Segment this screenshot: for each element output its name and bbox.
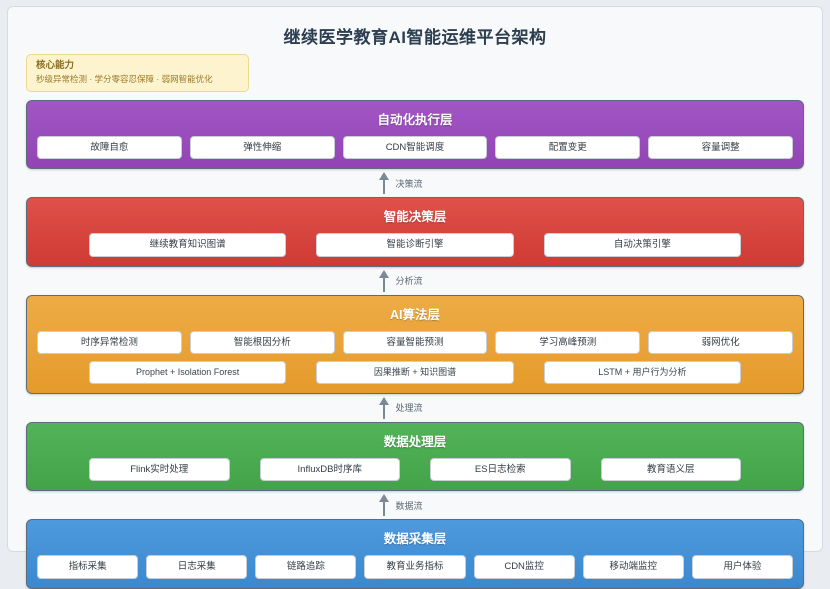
architecture-diagram-page: 继续医学教育AI智能运维平台架构 核心能力 秒级异常检测 · 学分零容忍保障 ·… (7, 6, 823, 589)
chip-collection-6[interactable]: 用户体验 (691, 555, 793, 579)
layer-data-collection: 数据采集层 指标采集 日志采集 链路追踪 教育业务指标 CDN监控 移动端监控 … (26, 519, 804, 589)
layer-ai-algorithm-items: 时序异常检测 智能根因分析 容量智能预测 学习高峰预测 弱网优化 (37, 330, 793, 355)
connector-data-flow: 数据流 (26, 491, 804, 519)
flow-label-processing: 处理流 (395, 403, 423, 414)
chip-automation-1[interactable]: 弹性伸缩 (189, 136, 335, 160)
core-capability-callout: 核心能力 秒级异常检测 · 学分零容忍保障 · 弱网智能优化 (26, 54, 249, 93)
chip-collection-0[interactable]: 指标采集 (37, 555, 139, 579)
layer-ai-algorithm: AI算法层 时序异常检测 智能根因分析 容量智能预测 学习高峰预测 弱网优化 P… (26, 294, 804, 394)
layer-data-processing: 数据处理层 Flink实时处理 InfluxDB时序库 ES日志检索 教育语义层 (26, 421, 804, 492)
chip-decision-2[interactable]: 自动决策引擎 (543, 233, 741, 257)
arrow-up-icon (379, 396, 390, 419)
layer-decision-title: 智能决策层 (383, 210, 447, 225)
flow-label-data: 数据流 (395, 500, 423, 511)
diagram-card: 继续医学教育AI智能运维平台架构 核心能力 秒级异常检测 · 学分零容忍保障 ·… (7, 6, 823, 589)
chip-collection-1[interactable]: 日志采集 (146, 555, 248, 579)
chip-processing-2[interactable]: ES日志检索 (430, 457, 571, 482)
layer-data-processing-title: 数据处理层 (383, 434, 447, 449)
connector-analysis-flow: 分析流 (26, 267, 804, 295)
flow-label-decision: 决策流 (395, 178, 423, 189)
arrow-up-icon (379, 494, 390, 517)
chip-processing-1[interactable]: InfluxDB时序库 (259, 457, 400, 482)
arrow-up-icon (379, 269, 390, 292)
chip-ai-1[interactable]: 智能根因分析 (189, 330, 335, 355)
chip-processing-0[interactable]: Flink实时处理 (89, 457, 230, 482)
flow-label-analysis: 分析流 (395, 276, 423, 287)
connector-decision-flow: 决策流 (26, 169, 804, 197)
chip-decision-1[interactable]: 智能诊断引擎 (316, 233, 514, 257)
chip-automation-4[interactable]: 容量调整 (648, 136, 793, 160)
layer-data-collection-items: 指标采集 日志采集 链路追踪 教育业务指标 CDN监控 移动端监控 用户体验 (37, 555, 793, 579)
layer-data-collection-title: 数据采集层 (383, 532, 447, 547)
chip-automation-2[interactable]: CDN智能调度 (342, 136, 488, 160)
connector-processing-flow: 处理流 (26, 394, 804, 422)
chip-ai-2[interactable]: 容量智能预测 (342, 330, 488, 355)
core-capability-description: 秒级异常检测 · 学分零容忍保障 · 弱网智能优化 (36, 74, 213, 85)
layer-data-processing-items: Flink实时处理 InfluxDB时序库 ES日志检索 教育语义层 (37, 457, 793, 482)
page-title: 继续医学教育AI智能运维平台架构 (283, 28, 547, 47)
layer-stack: 自动化执行层 故障自愈 弹性伸缩 CDN智能调度 配置变更 容量调整 决策流 智… (26, 100, 804, 589)
chip-collection-4[interactable]: CDN监控 (473, 555, 575, 579)
chip-collection-3[interactable]: 教育业务指标 (364, 555, 466, 579)
chip-decision-0[interactable]: 继续教育知识图谱 (89, 233, 287, 257)
chip-ai-sub-1[interactable]: 因果推断 + 知识图谱 (316, 361, 514, 384)
chip-processing-3[interactable]: 教育语义层 (600, 457, 741, 482)
chip-ai-0[interactable]: 时序异常检测 (37, 330, 182, 355)
core-capability-heading: 核心能力 (36, 60, 75, 71)
arrow-up-icon (379, 172, 390, 195)
chip-ai-3[interactable]: 学习高峰预测 (495, 330, 641, 355)
chip-ai-sub-2[interactable]: LSTM + 用户行为分析 (543, 361, 741, 384)
layer-automation: 自动化执行层 故障自愈 弹性伸缩 CDN智能调度 配置变更 容量调整 (26, 100, 804, 170)
layer-automation-items: 故障自愈 弹性伸缩 CDN智能调度 配置变更 容量调整 (37, 136, 793, 160)
chip-ai-sub-0[interactable]: Prophet + Isolation Forest (89, 361, 287, 384)
chip-collection-5[interactable]: 移动端监控 (582, 555, 684, 579)
layer-ai-algorithm-subitems: Prophet + Isolation Forest 因果推断 + 知识图谱 L… (37, 361, 793, 384)
chip-automation-0[interactable]: 故障自愈 (37, 136, 182, 160)
layer-automation-title: 自动化执行层 (377, 113, 453, 128)
chip-ai-4[interactable]: 弱网优化 (648, 330, 793, 355)
chip-collection-2[interactable]: 链路追踪 (255, 555, 357, 579)
layer-decision-items: 继续教育知识图谱 智能诊断引擎 自动决策引擎 (37, 233, 793, 257)
layer-decision: 智能决策层 继续教育知识图谱 智能诊断引擎 自动决策引擎 (26, 197, 804, 267)
chip-automation-3[interactable]: 配置变更 (495, 136, 641, 160)
layer-ai-algorithm-title: AI算法层 (389, 307, 440, 322)
